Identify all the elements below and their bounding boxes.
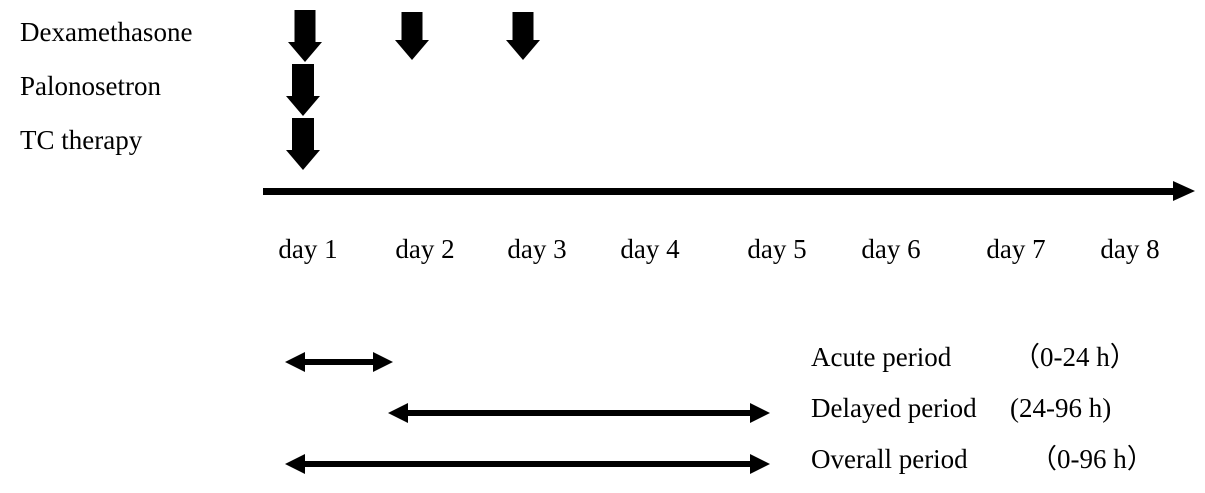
delayed-period-range: (24-96 h)	[1010, 393, 1112, 423]
overall-period-arrow	[285, 453, 770, 475]
acute-period-arrow	[285, 351, 393, 373]
tc-therapy-arrow-day1	[282, 118, 324, 170]
day-label-2: day 2	[395, 234, 455, 264]
timeline-axis	[263, 181, 1195, 202]
dexamethasone-arrow-day2	[391, 12, 433, 60]
day-label-7: day 7	[986, 234, 1046, 264]
delayed-period-arrow	[388, 402, 770, 424]
row-label-palonosetron: Palonosetron	[20, 71, 161, 101]
overall-period-range: （0-96 h）	[1030, 444, 1154, 474]
row-label-tc-therapy: TC therapy	[20, 125, 143, 155]
row-label-dexamethasone: Dexamethasone	[20, 17, 193, 47]
dexamethasone-arrow-day3	[502, 12, 544, 60]
day-label-3: day 3	[507, 234, 567, 264]
day-label-6: day 6	[861, 234, 921, 264]
day-label-8: day 8	[1100, 234, 1160, 264]
delayed-period-label: Delayed period	[811, 393, 977, 423]
day-label-5: day 5	[747, 234, 807, 264]
palonosetron-arrow-day1	[282, 64, 324, 116]
day-label-4: day 4	[620, 234, 680, 264]
acute-period-range: （0-24 h）	[1013, 342, 1137, 372]
acute-period-label: Acute period	[811, 342, 952, 372]
dexamethasone-arrow-day1	[284, 10, 326, 62]
overall-period-label: Overall period	[811, 444, 968, 474]
day-label-1: day 1	[278, 234, 338, 264]
